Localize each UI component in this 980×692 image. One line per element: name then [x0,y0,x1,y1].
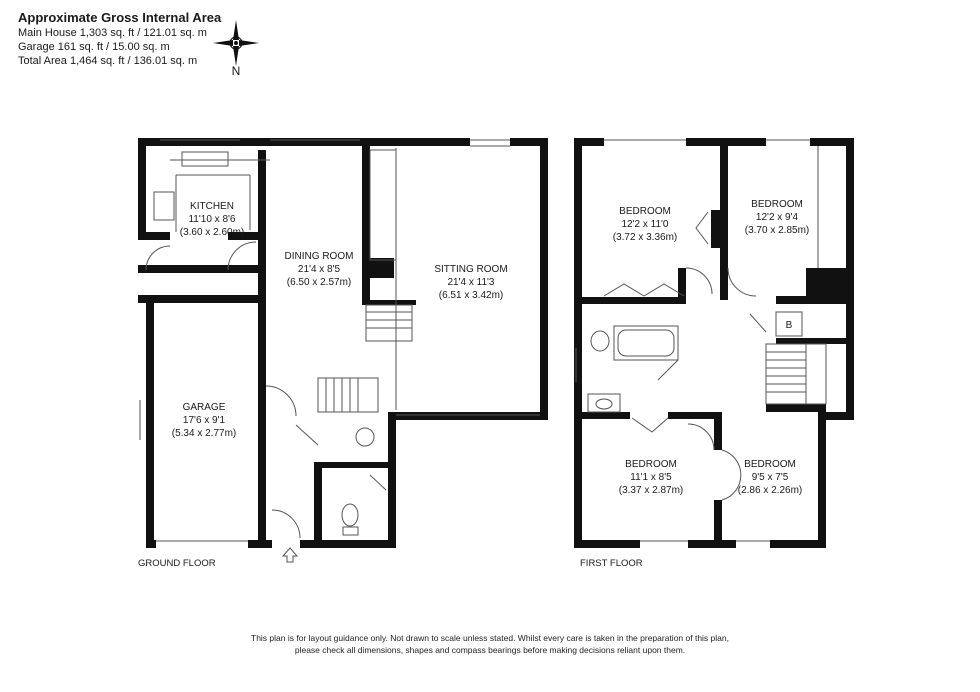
compass-icon [213,20,259,66]
bedroom-1-metric: (3.72 x 3.36m) [613,232,677,243]
sitting-room-metric: (6.51 x 3.42m) [439,290,503,301]
sitting-room-imperial: 21'4 x 11'3 [447,277,494,288]
compass-north-label: N [232,64,241,78]
first-floor-plan [574,138,854,548]
dining-room-metric: (6.50 x 2.57m) [287,277,351,288]
main-house-area: Main House 1,303 sq. ft / 121.01 sq. m [18,27,207,39]
disclaimer-line-2: please check all dimensions, shapes and … [294,645,686,655]
disclaimer: This plan is for layout guidance only. N… [0,632,980,656]
ground-floor-plan [138,138,548,548]
bedroom-2-imperial: 12'2 x 9'4 [756,212,799,223]
kitchen-name: KITCHEN [190,201,234,212]
bedroom-4-name: BEDROOM [744,459,796,470]
bedroom-3-metric: (3.37 x 2.87m) [619,485,683,496]
boiler-label: B [786,320,793,331]
garage-imperial: 17'6 x 9'1 [183,415,226,426]
disclaimer-line-1: This plan is for layout guidance only. N… [251,633,729,643]
bedroom-2-metric: (3.70 x 2.85m) [745,225,809,236]
first-floor-label: FIRST FLOOR [580,558,643,569]
area-summary: Approximate Gross Internal Area Main Hou… [18,10,221,68]
garage-area: Garage 161 sq. ft / 15.00 sq. m [18,41,170,53]
bedroom-4-metric: (2.86 x 2.26m) [738,485,802,496]
garage-name: GARAGE [183,402,226,413]
kitchen-imperial: 11'10 x 8'6 [188,214,235,225]
bedroom-1-name: BEDROOM [619,206,671,217]
total-area: Total Area 1,464 sq. ft / 136.01 sq. m [18,55,198,67]
kitchen-metric: (3.60 x 2.60m) [180,227,244,238]
sitting-room-name: SITTING ROOM [434,264,507,275]
area-title: Approximate Gross Internal Area [18,10,222,25]
bedroom-1-imperial: 12'2 x 11'0 [621,219,668,230]
bedroom-4-imperial: 9'5 x 7'5 [752,472,789,483]
dining-room-imperial: 21'4 x 8'5 [298,264,341,275]
bedroom-3-imperial: 11'1 x 8'5 [630,472,672,483]
dining-room-name: DINING ROOM [285,251,354,262]
bedroom-2-name: BEDROOM [751,199,803,210]
garage-metric: (5.34 x 2.77m) [172,428,236,439]
bedroom-3-name: BEDROOM [625,459,677,470]
ground-floor-label: GROUND FLOOR [138,558,216,569]
